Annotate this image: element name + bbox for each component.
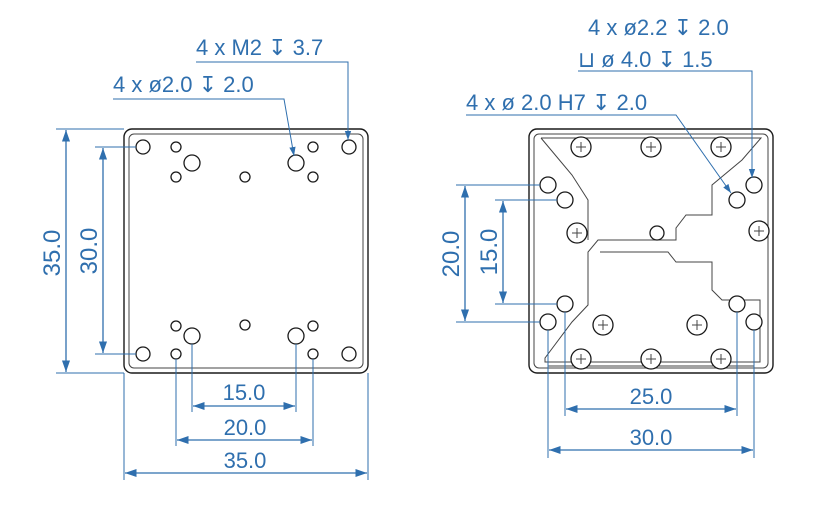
dim-width-25-label: 25.0	[630, 384, 673, 409]
callout-m2-leader	[196, 61, 352, 140]
right-screws	[566, 136, 770, 370]
dim-width-15-label: 15.0	[223, 380, 266, 405]
left-holes	[135, 139, 357, 362]
callout-d22-text: 4 x ø2.2 ↧ 2.0	[588, 15, 729, 40]
left-plate-outline	[123, 128, 369, 374]
callout-cbore-text: ⊔ ø 4.0 ↧ 1.5	[578, 47, 713, 72]
callout-h7-leader	[466, 114, 732, 194]
callout-d20-leader	[113, 98, 296, 157]
dim-height-20-label: 20.0	[438, 231, 465, 278]
callout-d20-text: 4 x ø2.0 ↧ 2.0	[113, 72, 254, 97]
dim-width-35-label: 35.0	[224, 448, 267, 473]
right-view: 4 x ø2.2 ↧ 2.0 ⊔ ø 4.0 ↧ 1.5 4 x ø 2.0 H…	[438, 15, 774, 458]
left-plate-inner-edge	[128, 133, 364, 369]
dim-width-30-label: 30.0	[630, 425, 673, 450]
dim-width-20-label: 20.0	[224, 415, 267, 440]
dim-height-15-label: 15.0	[476, 229, 503, 276]
right-pocket-outline	[541, 137, 763, 363]
callout-d22-leader	[578, 70, 756, 178]
callout-m2-text: 4 x M2 ↧ 3.7	[196, 35, 323, 60]
dim-height-35-label: 35.0	[39, 230, 66, 277]
callout-h7-text: 4 x ø 2.0 H7 ↧ 2.0	[466, 90, 647, 115]
right-block-outline	[528, 128, 774, 374]
left-view: 4 x M2 ↧ 3.7 4 x ø2.0 ↧ 2.0 35.0 30.0 15…	[39, 35, 369, 480]
dim-height-30-label: 30.0	[76, 228, 103, 275]
